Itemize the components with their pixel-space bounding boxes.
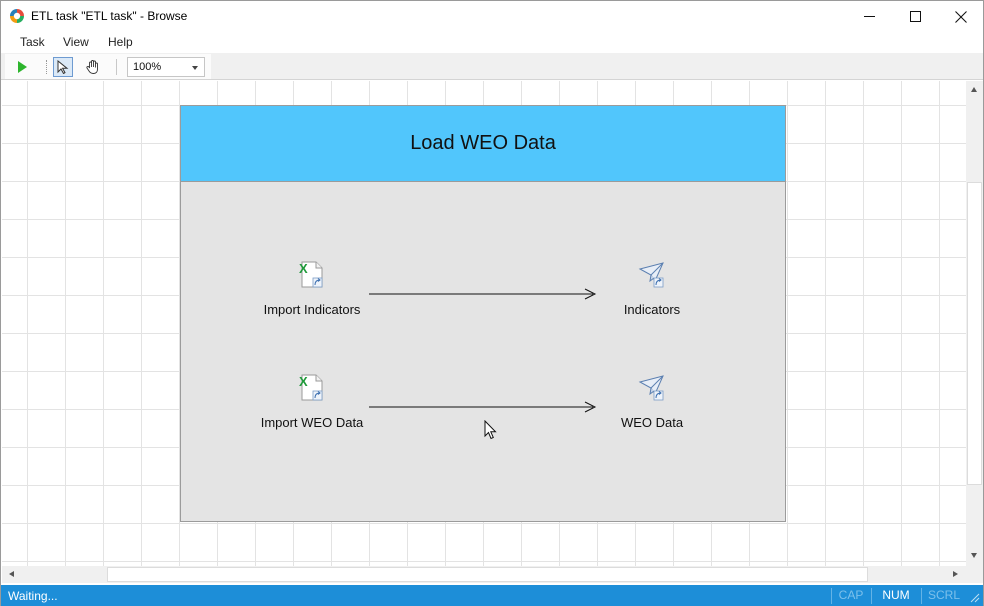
status-divider	[921, 588, 922, 604]
toolbar-grip[interactable]	[46, 60, 48, 74]
node-label: WEO Data	[620, 415, 684, 430]
play-icon	[18, 61, 27, 73]
status-divider	[871, 588, 872, 604]
mouse-cursor-icon	[484, 420, 497, 440]
close-button[interactable]	[938, 1, 984, 32]
caps-lock-indicator: CAP	[838, 588, 864, 602]
scroll-right-icon[interactable]	[953, 571, 958, 577]
resize-grip-icon[interactable]	[969, 592, 980, 603]
maximize-icon	[909, 11, 921, 22]
vertical-scrollbar[interactable]	[966, 81, 983, 566]
horizontal-scroll-thumb[interactable]	[107, 567, 868, 582]
app-logo-icon	[10, 9, 24, 23]
excel-import-icon: X	[299, 374, 323, 401]
status-bar: Waiting... CAP NUM SCRL	[1, 585, 983, 606]
scroll-lock-indicator: SCRL	[927, 588, 960, 602]
scroll-down-icon[interactable]	[971, 553, 977, 558]
toolbar-separator	[116, 59, 117, 75]
export-send-icon	[638, 262, 664, 288]
svg-text:X: X	[299, 374, 308, 389]
diagram-canvas[interactable]: Load WEO Data X Import Indicators	[2, 81, 966, 566]
excel-import-icon: X	[299, 261, 323, 288]
run-button[interactable]	[12, 57, 32, 77]
toolbar: 100%	[1, 53, 983, 80]
vertical-scroll-thumb[interactable]	[967, 182, 982, 485]
minimize-button[interactable]	[846, 1, 892, 32]
menu-task[interactable]: Task	[20, 35, 45, 49]
group-title: Load WEO Data	[410, 132, 556, 154]
status-message: Waiting...	[8, 589, 58, 603]
pointer-icon	[57, 60, 69, 74]
edge-import-indicators-to-indicators[interactable]	[369, 288, 597, 300]
edge-import-weo-data-to-weo-data[interactable]	[369, 401, 597, 413]
chevron-down-icon	[192, 66, 198, 70]
export-send-icon	[638, 375, 664, 401]
toolbar-panel: 100%	[5, 54, 211, 79]
svg-text:X: X	[299, 261, 308, 276]
task-group[interactable]: Load WEO Data	[180, 105, 786, 522]
maximize-button[interactable]	[892, 1, 938, 32]
node-label: Import WEO Data	[260, 415, 364, 430]
node-label: Import Indicators	[263, 302, 361, 317]
group-header[interactable]: Load WEO Data	[181, 106, 785, 182]
menu-help[interactable]: Help	[108, 35, 133, 49]
num-lock-indicator: NUM	[882, 588, 910, 602]
scroll-corner	[966, 566, 983, 583]
select-tool-button[interactable]	[53, 57, 73, 77]
window-title: ETL task "ETL task" - Browse	[31, 9, 188, 23]
pan-tool-button[interactable]	[83, 57, 103, 77]
zoom-value: 100%	[133, 61, 162, 73]
close-icon	[955, 10, 967, 23]
title-bar: ETL task "ETL task" - Browse	[1, 1, 983, 32]
minimize-icon	[863, 16, 875, 17]
hand-icon	[86, 60, 98, 74]
horizontal-scrollbar[interactable]	[2, 566, 966, 583]
menu-bar: Task View Help	[1, 32, 983, 53]
node-label: Indicators	[623, 302, 681, 317]
connections-layer	[369, 288, 597, 413]
status-divider	[831, 588, 832, 604]
scroll-left-icon[interactable]	[9, 571, 14, 577]
scroll-up-icon[interactable]	[971, 87, 977, 92]
menu-view[interactable]: View	[63, 35, 89, 49]
zoom-select[interactable]: 100%	[127, 57, 205, 77]
